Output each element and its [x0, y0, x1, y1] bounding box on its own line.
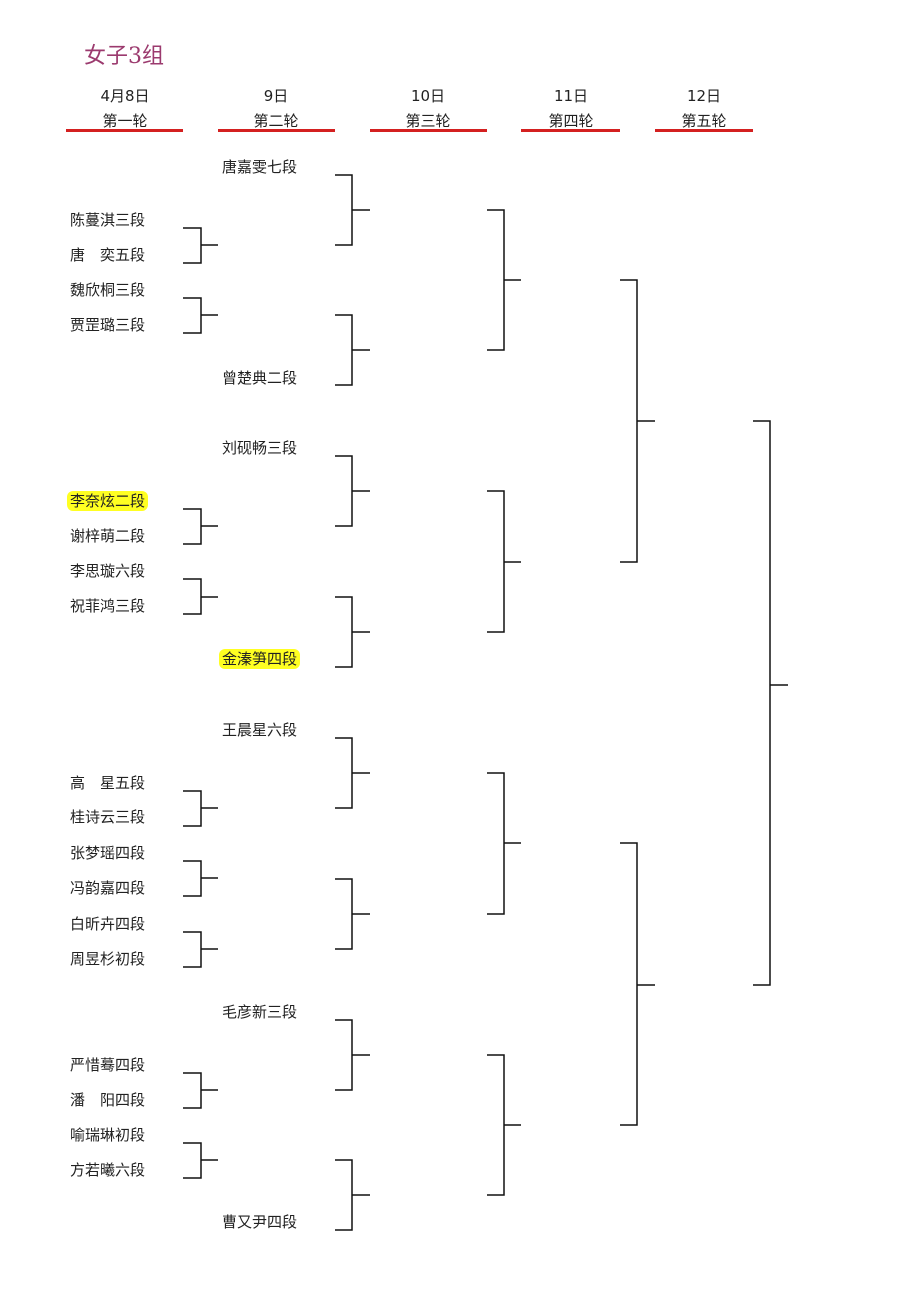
player-r2: 刘砚畅三段	[222, 439, 298, 457]
player-r1: 严惜蓦四段	[70, 1056, 146, 1074]
player-r2: 王晨星六段	[222, 721, 298, 739]
player-r1: 周昱杉初段	[70, 950, 146, 968]
column-date-5: 12日	[686, 87, 722, 105]
column-round-1: 第一轮	[102, 112, 148, 130]
player-r1: 唐 奕五段	[70, 246, 146, 264]
player-r1: 魏欣桐三段	[70, 281, 146, 299]
player-r1: 喻瑞琳初段	[70, 1126, 146, 1144]
column-date-2: 9日	[263, 87, 289, 105]
round4-brackets	[620, 279, 655, 1126]
player-r2: 曾楚典二段	[222, 369, 298, 387]
player-r1: 桂诗云三段	[70, 808, 146, 826]
round2-brackets	[335, 174, 370, 1231]
player-r2-highlighted: 金溱笋四段	[219, 649, 301, 669]
round5-bracket	[753, 420, 788, 986]
column-date-4: 11日	[553, 87, 589, 105]
round-underline	[521, 129, 620, 132]
group-title: 女子3组	[84, 44, 164, 69]
player-r1: 贾罡璐三段	[70, 316, 146, 334]
player-r1: 白昕卉四段	[70, 915, 146, 933]
player-r1: 冯韵嘉四段	[70, 879, 146, 897]
player-r2: 曹又尹四段	[222, 1213, 298, 1231]
round-underline	[655, 129, 753, 132]
player-r1: 谢梓萌二段	[70, 527, 146, 545]
player-r2: 毛彦新三段	[222, 1003, 298, 1021]
player-r1: 张梦瑶四段	[70, 844, 146, 862]
column-date-3: 10日	[410, 87, 446, 105]
player-r2: 唐嘉雯七段	[222, 158, 298, 176]
round-underline	[370, 129, 487, 132]
round1-brackets	[183, 227, 218, 1179]
column-date-1: 4月8日	[100, 87, 150, 105]
round-underline	[218, 129, 335, 132]
player-r1: 高 星五段	[70, 774, 146, 792]
player-r1: 潘 阳四段	[70, 1091, 146, 1109]
round3-brackets	[487, 209, 521, 1196]
round-underline	[66, 129, 183, 132]
column-round-5: 第五轮	[681, 112, 727, 130]
player-r1: 陈蔓淇三段	[70, 211, 146, 229]
column-round-3: 第三轮	[405, 112, 451, 130]
column-round-2: 第二轮	[253, 112, 299, 130]
player-r1: 方若曦六段	[70, 1161, 146, 1179]
player-r1-highlighted: 李奈炫二段	[67, 491, 149, 511]
column-round-4: 第四轮	[548, 112, 594, 130]
player-r1: 祝菲鸿三段	[70, 597, 146, 615]
player-r1: 李思璇六段	[70, 562, 146, 580]
